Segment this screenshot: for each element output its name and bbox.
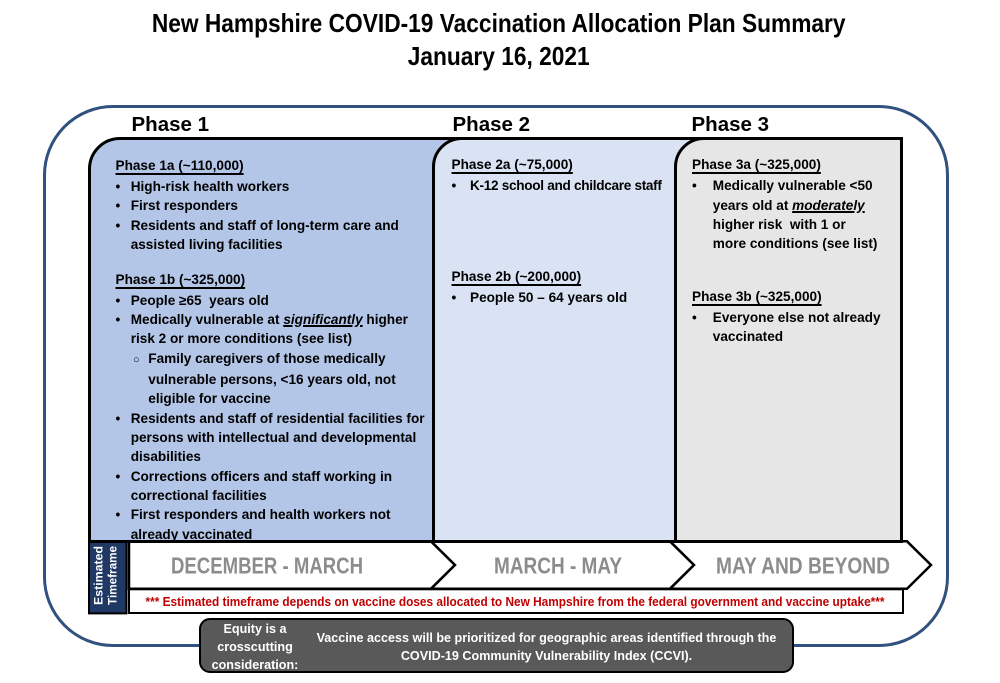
svg-text:MAY AND BEYOND: MAY AND BEYOND	[716, 553, 890, 579]
svg-text:MARCH - MAY: MARCH - MAY	[494, 553, 622, 579]
svg-text:*** Estimated timeframe depend: *** Estimated timeframe depends on vacci…	[146, 594, 886, 609]
svg-text:DECEMBER - MARCH: DECEMBER - MARCH	[171, 553, 363, 579]
svg-text:Estimated: Estimated	[94, 546, 106, 605]
svg-text:Timeframe: Timeframe	[108, 546, 120, 605]
